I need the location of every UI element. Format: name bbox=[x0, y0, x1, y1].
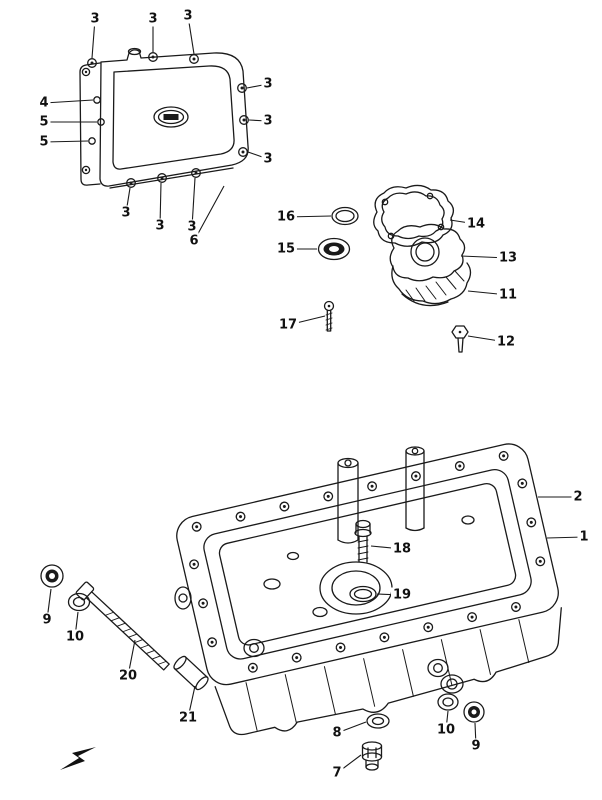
cylinder-head-cover-art bbox=[79, 47, 249, 189]
washer-10-left-art bbox=[67, 592, 91, 612]
union-bolt-18-art bbox=[354, 519, 372, 563]
leader-line-16-13 bbox=[285, 215, 332, 218]
oil-filter-cover-art bbox=[317, 184, 472, 353]
leader-line-6-12 bbox=[193, 185, 225, 242]
leader-line-21-27 bbox=[187, 685, 196, 719]
collar-21-art bbox=[173, 655, 209, 691]
oil-pan-art bbox=[40, 443, 562, 771]
leader-line-12-19 bbox=[467, 335, 507, 343]
plug-9-left-art bbox=[40, 564, 64, 588]
leader-line-9-31 bbox=[474, 722, 477, 747]
leader-line-5-8 bbox=[43, 140, 89, 143]
leader-line-3-5 bbox=[247, 151, 269, 160]
leader-line-19-23 bbox=[376, 593, 403, 596]
leader-line-10-25 bbox=[74, 611, 79, 638]
leader-line-1-21 bbox=[546, 536, 585, 539]
bolt-20-art bbox=[75, 581, 170, 671]
plug-9-right-art bbox=[463, 701, 485, 723]
cover-emblem bbox=[153, 106, 189, 128]
leader-line-3-3 bbox=[246, 83, 269, 89]
leader-line-7-29 bbox=[336, 754, 362, 774]
leader-line-3-10 bbox=[159, 182, 162, 227]
front-direction-arrow-icon bbox=[60, 747, 96, 770]
leader-line-10-30 bbox=[445, 710, 449, 731]
bolt-12-art bbox=[451, 325, 469, 353]
leader-line-4-6 bbox=[43, 99, 94, 104]
o-ring-16-art bbox=[331, 206, 359, 226]
screw-17-art bbox=[323, 300, 335, 332]
oil-pan-body-art bbox=[176, 443, 562, 736]
o-ring-19-art bbox=[349, 585, 377, 603]
leader-line-3-9 bbox=[125, 187, 131, 214]
drain-plug-7-art bbox=[361, 741, 383, 771]
cover-gasket-edge bbox=[109, 167, 234, 189]
leader-line-17-15 bbox=[287, 315, 326, 326]
leader-line-9-24 bbox=[46, 588, 52, 621]
leader-line-13-17 bbox=[460, 255, 509, 259]
leader-line-18-22 bbox=[370, 545, 403, 550]
leader-line-14-16 bbox=[449, 219, 477, 225]
washer-10-right-art bbox=[437, 693, 459, 711]
leader-line-8-28 bbox=[336, 721, 367, 734]
washer-8-art bbox=[366, 713, 390, 729]
cover-13-art bbox=[389, 223, 466, 282]
pan-bosses-art bbox=[174, 586, 464, 694]
leader-line-3-2 bbox=[187, 15, 195, 55]
leader-line-3-11 bbox=[191, 177, 196, 228]
leader-line-11-18 bbox=[467, 290, 509, 296]
leader-line-3-4 bbox=[248, 119, 269, 122]
gasket-14-art bbox=[373, 184, 455, 247]
leader-line-3-0 bbox=[91, 18, 96, 59]
oil-seal-15-art bbox=[317, 237, 351, 261]
leader-line-20-26 bbox=[127, 639, 136, 677]
cover-body-11-art bbox=[391, 262, 472, 307]
